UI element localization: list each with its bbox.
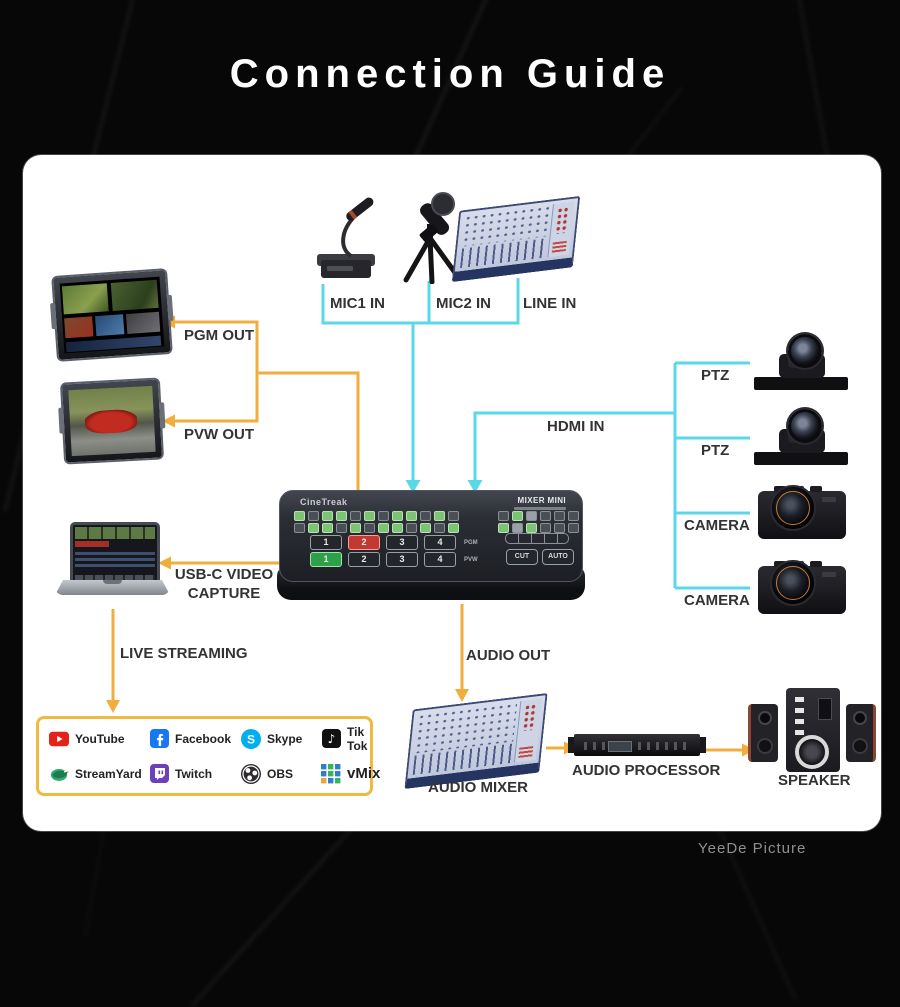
gooseneck-microphone: [295, 190, 395, 286]
label-pvw-out: PVW OUT: [184, 426, 254, 443]
label-camera-2: CAMERA: [684, 592, 750, 609]
switcher-button-cells-row2: [294, 523, 462, 533]
watermark: YeeDe Picture: [698, 840, 807, 857]
pgm-row-label: PGM: [464, 539, 478, 546]
svg-text:♪: ♪: [327, 732, 335, 746]
switcher-model: MIXER MINI: [514, 496, 566, 510]
switcher-model-subtitle-bar: [514, 507, 566, 510]
compact-camera-1: [758, 484, 846, 540]
pvw-row-label: PVW: [464, 556, 478, 563]
obs-icon: [241, 763, 261, 784]
label-audio-out: AUDIO OUT: [466, 647, 551, 664]
compact-camera-2: [758, 559, 846, 615]
platform-facebook: Facebook: [149, 729, 241, 749]
cut-button: CUT: [506, 549, 538, 565]
youtube-icon: [49, 729, 69, 749]
svg-text:S: S: [247, 732, 255, 746]
streaming-platforms-box: YouTube Facebook S Skype ♪ Tik Tok Strea…: [36, 716, 380, 796]
skype-icon: S: [241, 728, 261, 749]
handheld-microphone-on-tripod: [392, 190, 468, 285]
streaming-laptop: [55, 522, 170, 610]
pvw-source-1: 1: [310, 552, 342, 567]
audio-meter: [505, 533, 569, 544]
platform-obs: OBS: [241, 763, 321, 784]
speaker-set: [748, 688, 876, 774]
vmix-icon: [321, 763, 341, 784]
twitch-icon: [149, 764, 169, 784]
label-mic2-in: MIC2 IN: [436, 295, 492, 312]
label-hdmi-in: HDMI IN: [547, 418, 605, 435]
page-title: Connection Guide: [229, 52, 671, 96]
pgm-source-4: 4: [424, 535, 456, 550]
label-speaker: SPEAKER: [778, 772, 851, 789]
platform-youtube: YouTube: [49, 729, 149, 749]
switcher-button-cells-row1: [294, 511, 462, 521]
pvw-source-2: 2: [348, 552, 380, 567]
ptz-camera-1: [752, 334, 852, 390]
ptz-camera-2: [752, 409, 852, 465]
switcher-model-name: MIXER MINI: [517, 496, 566, 505]
label-pgm-out: PGM OUT: [184, 327, 254, 344]
pgm-source-1: 1: [310, 535, 342, 550]
switcher-button-cells-right2: [498, 523, 582, 533]
platform-vmix: vMix: [321, 763, 380, 784]
label-mic1-in: MIC1 IN: [330, 295, 386, 312]
tiktok-icon: ♪: [321, 729, 341, 749]
pvw-source-3: 3: [386, 552, 418, 567]
label-audio-processor: AUDIO PROCESSOR: [572, 762, 721, 779]
platform-streamyard: StreamYard: [49, 764, 149, 784]
switcher-button-cells-right1: [498, 511, 582, 521]
audio-processor-device: [568, 730, 706, 760]
label-live-streaming: LIVE STREAMING: [120, 645, 248, 662]
label-ptz-2: PTZ: [701, 442, 730, 459]
pvw-monitor: [59, 377, 165, 465]
label-camera-1: CAMERA: [684, 517, 750, 534]
label-ptz-1: PTZ: [701, 367, 730, 384]
pvw-source-4: 4: [424, 552, 456, 567]
label-line-in: LINE IN: [523, 295, 577, 312]
label-usb-capture-line2: CAPTURE: [187, 585, 261, 602]
pgm-source-2: 2: [348, 535, 380, 550]
connection-guide-poster: Connection Guide: [0, 0, 900, 900]
switcher-brand: CineTreak: [300, 497, 348, 507]
platform-skype: S Skype: [241, 728, 321, 749]
platform-tiktok: ♪ Tik Tok: [321, 725, 380, 753]
auto-button: AUTO: [542, 549, 574, 565]
label-audio-mixer: AUDIO MIXER: [428, 779, 529, 796]
facebook-icon: [149, 729, 169, 749]
streamyard-icon: [49, 764, 69, 784]
label-usb-capture-line1: USB-C VIDEO: [174, 566, 274, 583]
pgm-source-3: 3: [386, 535, 418, 550]
platform-twitch: Twitch: [149, 764, 241, 784]
pgm-monitor: [51, 268, 173, 362]
